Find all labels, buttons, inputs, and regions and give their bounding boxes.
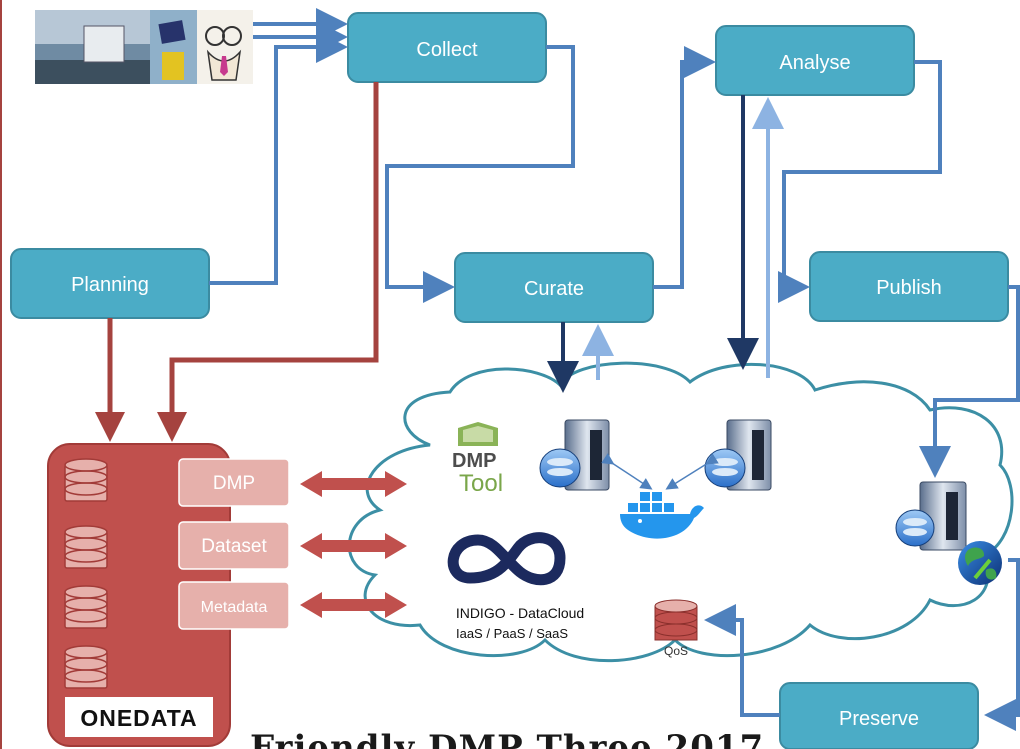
cloud-shape bbox=[347, 361, 1014, 663]
planning-box[interactable]: Planning bbox=[10, 248, 210, 319]
onedata-item-label: DMP bbox=[213, 473, 255, 494]
publish-to-cloud-arrow bbox=[919, 285, 1020, 478]
onedata-item-metadata[interactable]: Metadata bbox=[178, 581, 290, 630]
onedata-item-dataset[interactable]: Dataset bbox=[178, 521, 290, 570]
globe-icon bbox=[958, 541, 1002, 585]
preserve-box[interactable]: Preserve bbox=[779, 682, 979, 749]
onedata-item-label: Metadata bbox=[201, 599, 268, 616]
field-photos bbox=[35, 10, 253, 84]
indigo-services: IaaS / PaaS / SaaS bbox=[456, 626, 568, 641]
preserve-label: Preserve bbox=[839, 708, 919, 730]
database-icon bbox=[64, 585, 108, 629]
cloud-to-preserve-arrow bbox=[984, 558, 1020, 731]
onedata-panel bbox=[47, 443, 231, 747]
docker-icon bbox=[620, 492, 704, 539]
qos-database-icon: QoS bbox=[654, 599, 698, 658]
database-icon bbox=[64, 525, 108, 569]
onedata-item-dmp[interactable]: DMP bbox=[178, 458, 290, 507]
docker-link bbox=[601, 453, 653, 490]
curate-label: Curate bbox=[524, 278, 584, 300]
preserve-to-qos-arrow bbox=[704, 604, 780, 717]
dmptool-bottom: Tool bbox=[459, 470, 503, 497]
curate-to-analyse-arrow bbox=[653, 46, 716, 289]
analyse-label: Analyse bbox=[779, 52, 850, 74]
planning-label: Planning bbox=[71, 274, 149, 296]
dmptool-top: DMP bbox=[452, 450, 496, 472]
onedata-logo: ONEDATA bbox=[65, 697, 213, 737]
sync-arrow bbox=[300, 471, 407, 497]
analyse-to-publish-arrow bbox=[778, 60, 942, 303]
publish-box[interactable]: Publish bbox=[809, 251, 1009, 322]
onedata-logo-text: ONEDATA bbox=[80, 705, 197, 731]
collect-box[interactable]: Collect bbox=[347, 12, 547, 83]
publish-label: Publish bbox=[876, 277, 942, 299]
analyse-box[interactable]: Analyse bbox=[715, 25, 915, 96]
docker-link bbox=[665, 453, 719, 490]
database-icon bbox=[64, 458, 108, 502]
sync-arrow bbox=[300, 592, 407, 618]
collect-to-onedata-arrow bbox=[157, 82, 379, 442]
indigo-name: INDIGO - DataCloud bbox=[456, 605, 584, 621]
dmptool-logo: DMP Tool bbox=[452, 422, 503, 497]
indigo-datacloud-logo: INDIGO - DataCloud IaaS / PaaS / SaaS bbox=[447, 532, 584, 641]
planning-to-collect-arrow bbox=[209, 31, 348, 285]
collect-label: Collect bbox=[416, 39, 478, 61]
collect-to-curate-arrow bbox=[385, 45, 575, 303]
onedata-item-label: Dataset bbox=[201, 536, 267, 557]
flow-arrows bbox=[209, 8, 1020, 731]
server-icon bbox=[895, 481, 967, 551]
qos-label: QoS bbox=[664, 644, 688, 658]
sync-arrow bbox=[300, 533, 407, 559]
footer-title: Friendly DMP Three 2017 bbox=[250, 728, 765, 749]
curate-box[interactable]: Curate bbox=[454, 252, 654, 323]
server-icon bbox=[539, 419, 610, 491]
database-icon bbox=[64, 645, 108, 689]
